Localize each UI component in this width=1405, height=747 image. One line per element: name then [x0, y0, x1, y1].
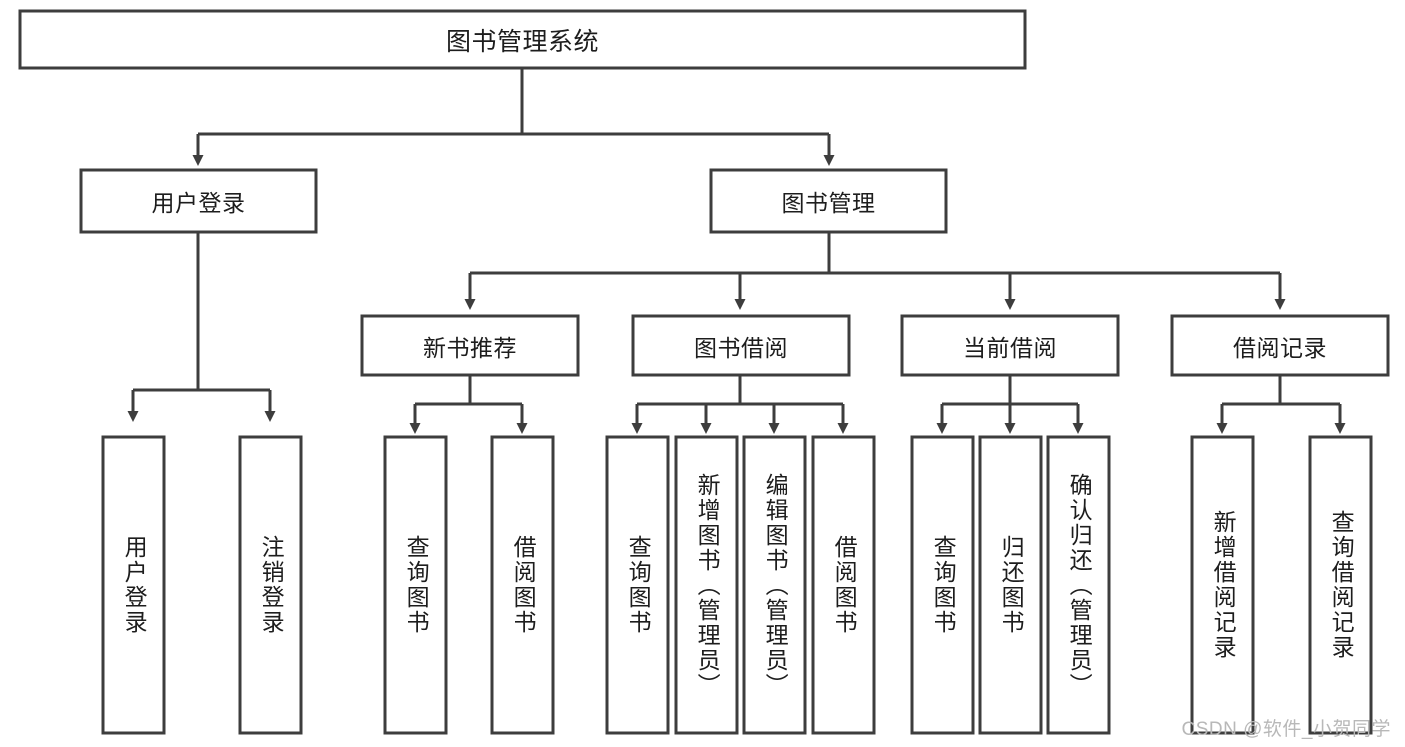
leaf-box-user-login[interactable]	[101, 435, 166, 735]
node-root-box[interactable]	[18, 9, 1027, 70]
node-new-book-recommend-box[interactable]	[360, 314, 580, 377]
node-borrow-record-box[interactable]	[1170, 314, 1390, 377]
leaf-box-add-book[interactable]	[674, 435, 739, 735]
node-book-management-box[interactable]	[709, 168, 948, 234]
leaf-box-edit-book[interactable]	[742, 435, 807, 735]
leaf-box-return-book[interactable]	[978, 435, 1043, 735]
leaf-box-logout-login[interactable]	[238, 435, 303, 735]
leaf-box-borrow-book-1[interactable]	[490, 435, 555, 735]
node-current-borrow-box[interactable]	[900, 314, 1120, 377]
leaf-box-add-record[interactable]	[1190, 435, 1255, 735]
csdn-watermark: CSDN @软件_小贺同学	[1181, 719, 1391, 740]
node-book-borrow-box[interactable]	[631, 314, 851, 377]
leaf-box-query-record[interactable]	[1308, 435, 1373, 735]
leaf-box-confirm-return[interactable]	[1046, 435, 1111, 735]
leaf-box-query-book-3[interactable]	[910, 435, 975, 735]
leaf-box-query-book-2[interactable]	[605, 435, 670, 735]
node-user-login-box[interactable]	[79, 168, 318, 234]
leaf-box-borrow-book-2[interactable]	[811, 435, 876, 735]
leaf-box-query-book-1[interactable]	[383, 435, 448, 735]
